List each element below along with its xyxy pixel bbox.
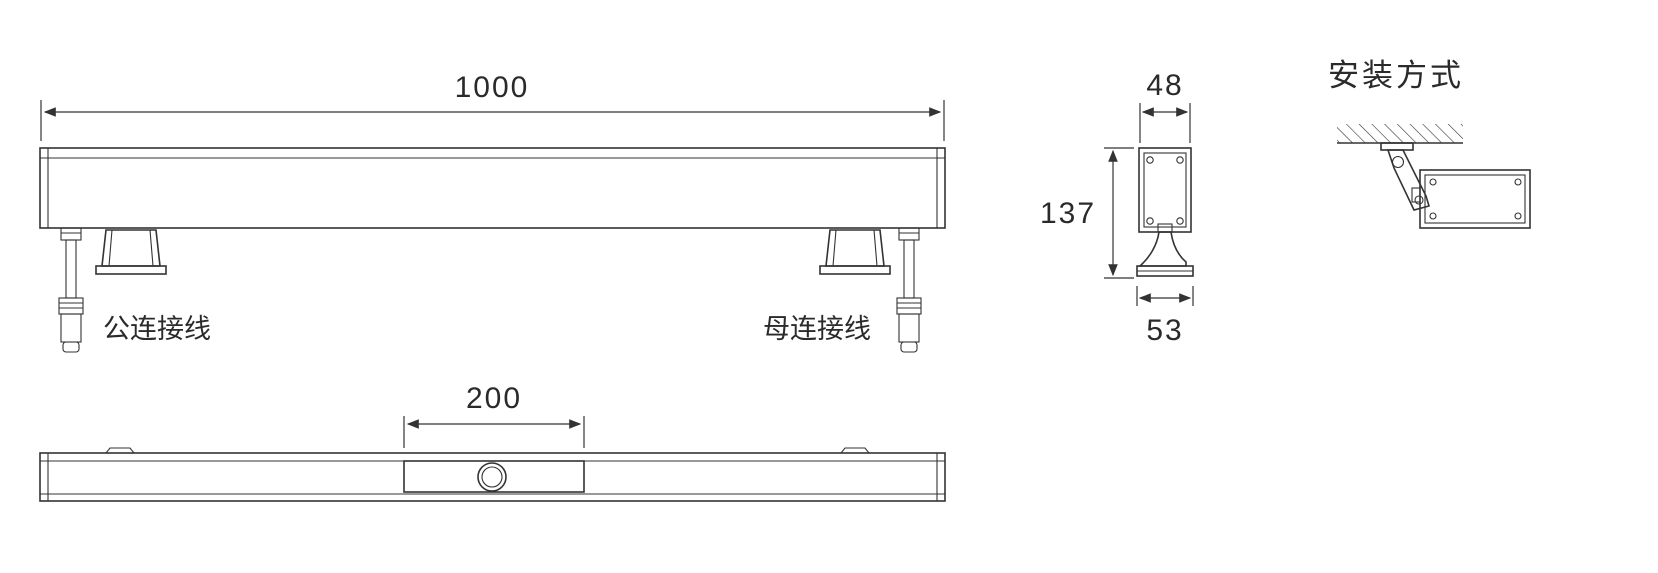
bar-outline: [39, 147, 946, 229]
bracket-tab-right: [840, 447, 870, 454]
front-view: 1000: [39, 71, 946, 353]
dimension-mount-spacing-200: 200: [403, 382, 585, 448]
bottom-view: 200: [39, 382, 946, 502]
dimension-length-1000: 1000: [40, 71, 945, 141]
width-dim-text: 48: [1146, 69, 1183, 102]
mounted-fixture-body: [1411, 169, 1531, 229]
center-port-inner: [481, 466, 503, 488]
ceiling-hatch: [1337, 124, 1463, 144]
light-bar-side-body: [1138, 147, 1192, 233]
dimension-height-137: 137: [1040, 147, 1134, 279]
height-dim-text: 137: [1040, 197, 1096, 230]
female-connector-cable: [896, 227, 922, 353]
base-dim-text: 53: [1146, 314, 1183, 347]
light-bar-bottom-body: [39, 447, 946, 502]
hanging-bracket-arm: [1380, 142, 1431, 211]
side-foot-bracket: [1136, 231, 1194, 277]
mounting-bracket-right: [819, 229, 891, 275]
mounting-bracket-left: [95, 229, 167, 275]
center-plate: [403, 460, 585, 493]
installation-title: 安装方式: [1328, 58, 1464, 93]
side-view: 48 137: [1040, 69, 1194, 347]
mount-spacing-dim-text: 200: [466, 382, 522, 415]
dimension-base-53: 53: [1136, 286, 1194, 347]
dimension-width-48: 48: [1139, 69, 1191, 143]
center-port-outer: [477, 462, 507, 492]
female-connector-label: 母连接线: [763, 314, 871, 344]
male-connector-label: 公连接线: [103, 314, 211, 344]
installation-view: 安装方式: [1328, 58, 1531, 229]
length-dim-text: 1000: [455, 71, 530, 104]
bottom-outline: [39, 452, 946, 502]
fixture-outline: [1419, 169, 1531, 229]
bracket-tab-left: [105, 447, 135, 454]
male-connector-cable: [58, 227, 84, 353]
light-bar-front-body: [39, 147, 946, 229]
